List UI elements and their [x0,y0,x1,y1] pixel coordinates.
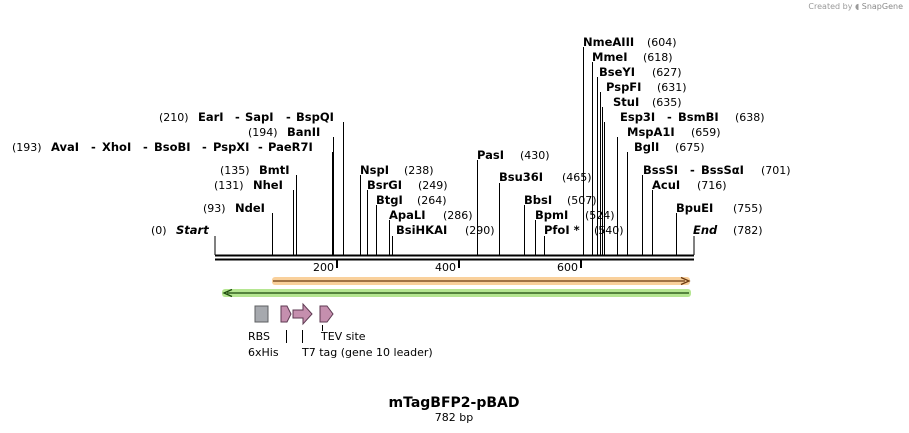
enzyme-site-nspi: NspI(238) [360,163,434,177]
enzyme-site-bgli: BglI(675) [634,140,705,154]
enzyme-site-bsihkai: BsiHKAI(290) [396,223,495,237]
enzyme-site-bsrgi: BsrGI(249) [367,178,448,192]
enzyme-site-btgi: BtgI(264) [376,193,447,207]
feature-label-rbs: RBS [248,330,270,343]
ruler-tick-label: 200 [313,261,334,274]
feature-label-tev-site: TEV site [320,330,366,343]
enzyme-site-ndei: (93)NdeI [203,201,265,215]
ruler: 200 400 600 [313,260,582,274]
ruler-tick-label: 400 [435,261,456,274]
enzyme-site-banii: (194)BanII [248,125,320,139]
end-terminus: End (782) [693,223,763,255]
enzyme-site-stui: StuI(635) [613,95,682,109]
enzyme-site-bpuei: BpuEI(755) [676,201,763,215]
tev-site-feature [319,305,334,323]
credit-brand: SnapGene [861,2,903,11]
enzyme-site-eari: (210)EarI-SapI-BspQI [159,110,334,124]
enzyme-site-mspa1i: MspA1I(659) [627,125,721,139]
green-feature-arrow [222,288,691,298]
enzyme-site-pasi: PasI(430) [477,148,550,162]
enzyme-site-bmti: (135)BmtI [220,163,290,177]
enzyme-site-avai: (193)AvaI-XhoI-BsoBI-PspXI-PaeR7I [12,140,313,154]
enzyme-site-nhei: (131)NheI [214,178,283,192]
map-subtitle: 782 bp [435,411,473,424]
enzyme-site-pfoi: PfoI *(540) [544,223,624,237]
enzyme-site-apali: ApaLI(286) [389,208,473,222]
enzyme-site-nmeaiii: NmeAIII(604) [583,35,677,49]
6xhis-feature [280,305,292,323]
enzyme-labels: NmeAIII(604) MmeI(618) BseYI(627) PspFI(… [12,35,791,237]
end-position: (782) [733,224,763,237]
feature-leaders [286,325,323,343]
enzyme-site-esp3i: Esp3I-BsmBI(638) [620,110,765,124]
enzyme-site-pspfi: PspFI(631) [606,80,687,94]
enzyme-site-bsu36i: Bsu36I(465) [499,170,592,184]
start-terminus: (0) Start [151,223,216,255]
ruler-tick-label: 600 [557,261,578,274]
enzyme-site-lines [272,47,677,255]
backbone [215,254,694,261]
feature-label-6xhis: 6xHis [248,346,279,359]
snapgene-logo-icon: ◖ [854,2,860,11]
enzyme-site-bpmi: BpmI(524) [535,208,615,222]
map-title: mTagBFP2-pBAD [389,395,520,411]
orange-feature-arrow [272,276,691,286]
end-label: End [693,223,718,237]
enzyme-site-bbsi: BbsI(507) [524,193,597,207]
start-label: Start [176,223,209,237]
rbs-feature [254,305,269,323]
snapgene-credit: Created by ◖ SnapGene [808,2,903,11]
t7-tag-feature [292,302,313,326]
enzyme-site-bseyi: BseYI(627) [599,65,682,79]
enzyme-site-bsssi: BssSI-BssSαI(701) [643,163,791,177]
start-position: (0) [151,224,167,237]
credit-prefix: Created by [808,2,853,11]
feature-label-t7-tag: T7 tag (gene 10 leader) [301,346,433,359]
enzyme-site-acui: AcuI(716) [652,178,727,192]
enzyme-site-mmei: MmeI(618) [592,50,673,64]
